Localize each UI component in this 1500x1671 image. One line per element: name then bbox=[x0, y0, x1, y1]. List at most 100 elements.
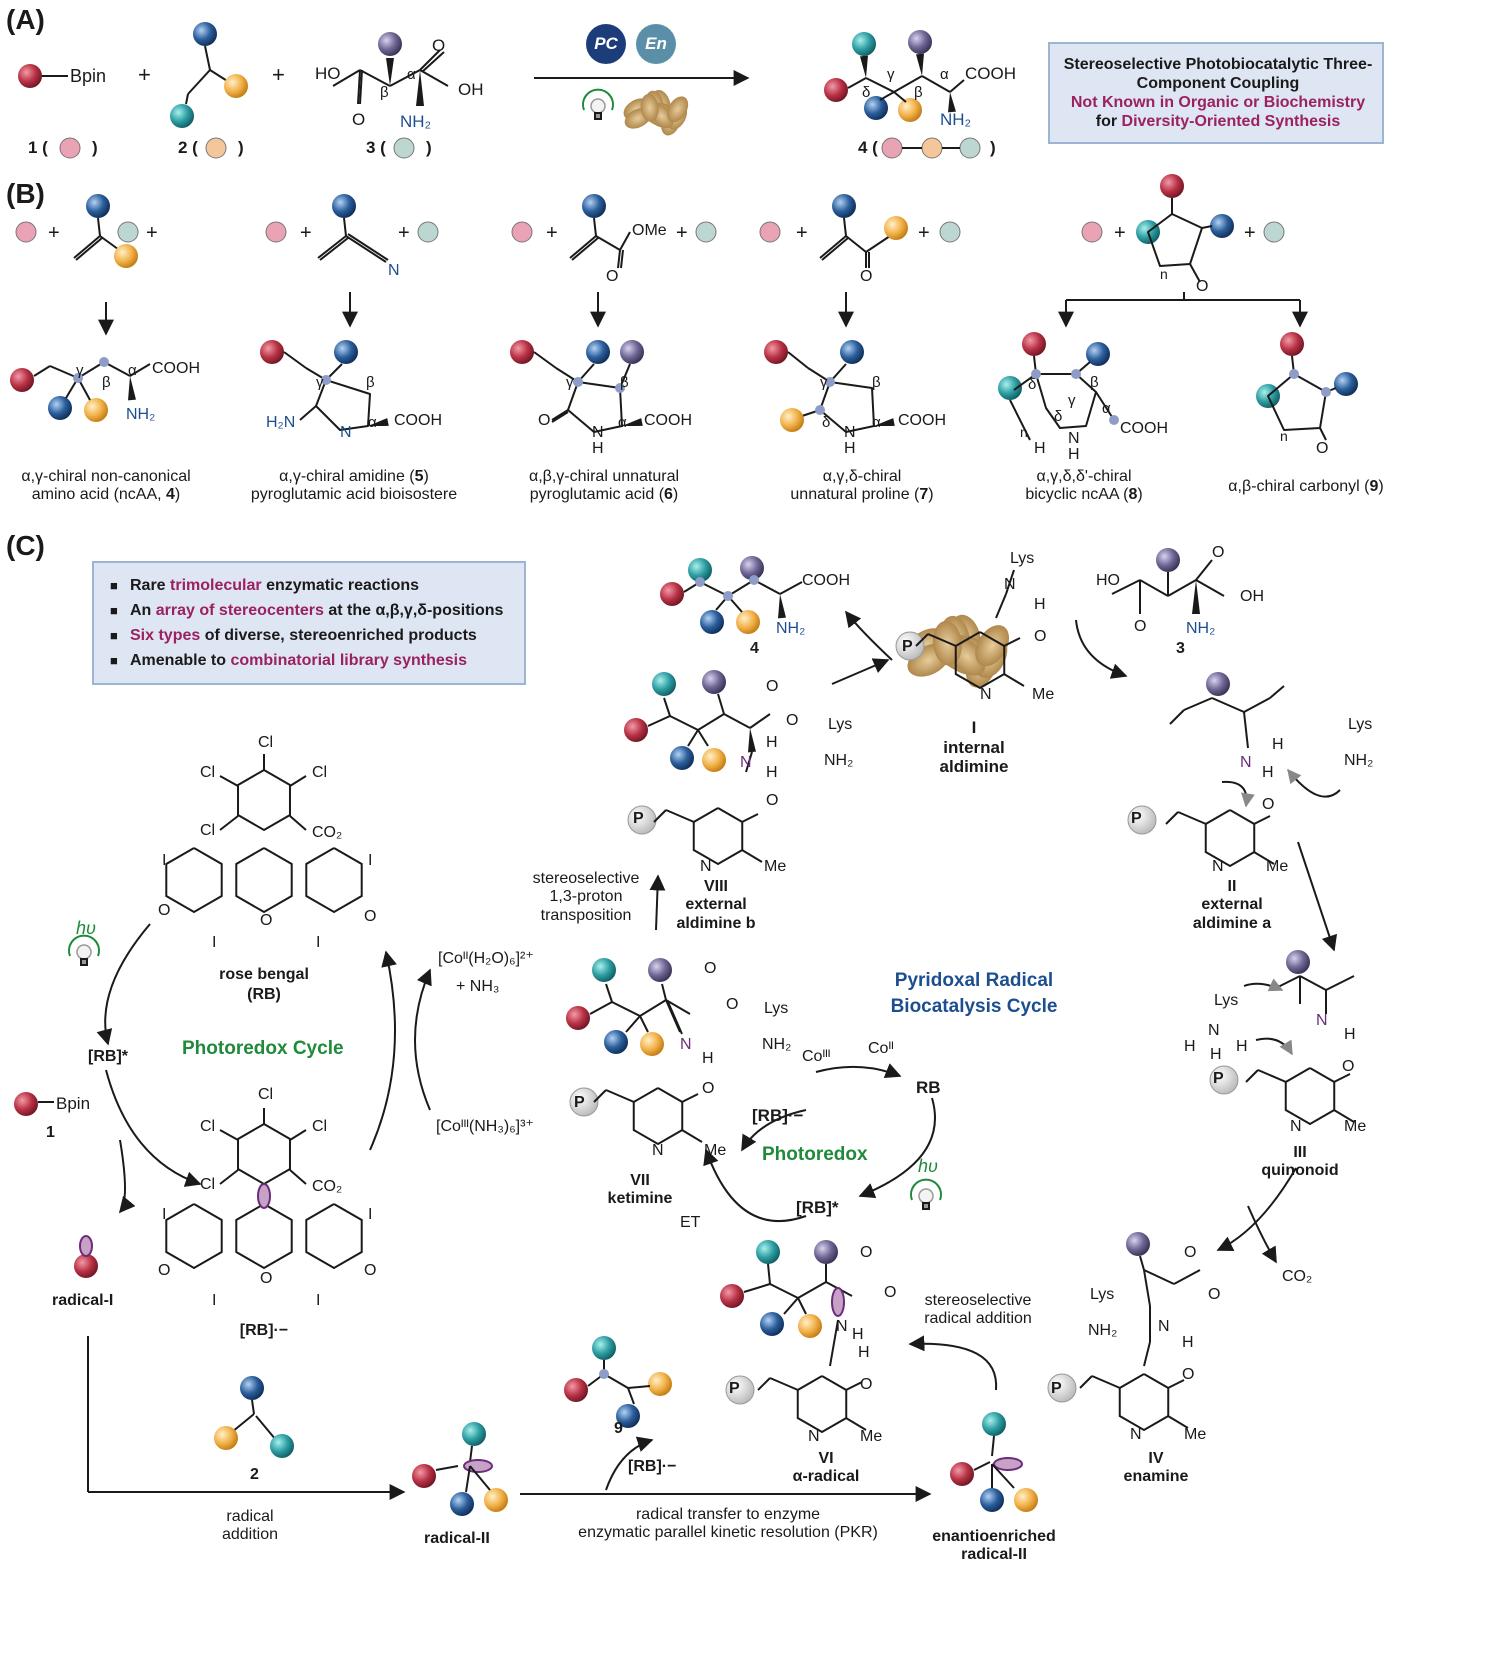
wedge-bond bbox=[874, 418, 895, 426]
stereocenter-dot bbox=[1071, 369, 1081, 379]
energy-transfer-badge: En bbox=[636, 24, 676, 64]
beta-label: β bbox=[872, 374, 881, 391]
co2-release-arrow bbox=[1247, 1205, 1277, 1264]
light-label: hυ bbox=[918, 1156, 938, 1176]
bond bbox=[593, 1089, 607, 1103]
placeholder-circle bbox=[939, 221, 961, 243]
cooh-label: COOH bbox=[644, 412, 692, 429]
caption-product-6: α,β,γ-chiral unnatural pyroglutamic acid… bbox=[528, 468, 680, 504]
compound-2-close: ) bbox=[238, 138, 244, 157]
light-bulb-base bbox=[80, 958, 88, 966]
purple-ball bbox=[1126, 1232, 1150, 1256]
aromatic-ring bbox=[1284, 1067, 1336, 1126]
red-ball bbox=[764, 340, 788, 364]
radical-orbital bbox=[993, 1457, 1023, 1471]
bond-chain bbox=[73, 235, 101, 259]
bond-chain bbox=[315, 379, 371, 431]
bond bbox=[627, 1387, 635, 1405]
red-ball bbox=[1280, 332, 1304, 356]
diacid-ho: HO bbox=[315, 64, 341, 83]
cl-label: Cl bbox=[200, 822, 216, 839]
cooh-label: COOH bbox=[152, 360, 200, 377]
proton-transfer-arrow bbox=[1287, 768, 1341, 798]
bond bbox=[845, 235, 867, 253]
bond bbox=[435, 1465, 459, 1471]
cooh-label: COOH bbox=[1120, 420, 1168, 437]
bond bbox=[821, 237, 849, 261]
rb-excited-label: [RB]* bbox=[88, 1048, 128, 1065]
h-label: H bbox=[858, 1344, 870, 1361]
iminium-n: N bbox=[1240, 754, 1252, 771]
red-ball bbox=[624, 718, 648, 742]
cycle-arrow bbox=[1216, 1167, 1297, 1252]
ester-ome: OMe bbox=[632, 222, 667, 239]
blue-ball bbox=[980, 1488, 1004, 1512]
bond bbox=[219, 1169, 239, 1185]
bond bbox=[665, 999, 681, 1033]
bond bbox=[1167, 1379, 1185, 1389]
bond bbox=[1169, 709, 1185, 725]
reaction-arrow bbox=[831, 658, 890, 685]
alpha-label: α bbox=[407, 66, 416, 83]
placeholder-circle bbox=[921, 137, 943, 159]
bond bbox=[681, 1129, 703, 1143]
bond bbox=[1003, 673, 1025, 687]
carboxylate-o: O bbox=[726, 996, 739, 1013]
bond bbox=[419, 69, 449, 87]
bond bbox=[1319, 427, 1327, 441]
wedge-bond bbox=[948, 92, 956, 113]
stereocenter-dot bbox=[695, 577, 705, 587]
plus-sign: + bbox=[272, 62, 285, 87]
photoredox-cycle-title: Photoredox Cycle bbox=[182, 1038, 344, 1059]
bicyclic-n: N bbox=[1068, 430, 1080, 447]
cl-label: Cl bbox=[200, 764, 216, 781]
pyridine-n: N bbox=[980, 686, 992, 703]
ring-size-n: n bbox=[1280, 428, 1288, 444]
blue-ball bbox=[864, 96, 888, 120]
placeholder-circle bbox=[759, 221, 781, 243]
bond bbox=[289, 815, 307, 831]
iodine-label: I bbox=[316, 1292, 321, 1309]
orange-ball bbox=[224, 74, 248, 98]
bond bbox=[665, 999, 691, 1015]
wedge-bond bbox=[748, 728, 756, 753]
placeholder-circle bbox=[1081, 221, 1103, 243]
red-ball bbox=[564, 1378, 588, 1402]
cooh-label: COOH bbox=[394, 412, 442, 429]
enamine-n: N bbox=[1158, 1318, 1170, 1335]
stereocenter-dot bbox=[1109, 415, 1119, 425]
stereocenter-dot bbox=[321, 375, 331, 385]
placeholder-circle bbox=[15, 221, 37, 243]
blue-ball bbox=[1086, 342, 1110, 366]
radical-ii-label: radical-II bbox=[424, 1530, 490, 1547]
enzyme-blob bbox=[640, 93, 659, 122]
lys-label: Lys bbox=[1348, 716, 1373, 733]
phosphate-label: P bbox=[1213, 1070, 1224, 1087]
bond bbox=[625, 1015, 641, 1033]
bond bbox=[389, 69, 421, 87]
photoredox-arrow bbox=[858, 1097, 936, 1199]
beta-label: β bbox=[1090, 374, 1099, 391]
bond bbox=[219, 815, 239, 831]
rose-bengal-abbr: (RB) bbox=[247, 986, 281, 1003]
alpha-label: α bbox=[368, 414, 377, 431]
bond bbox=[973, 1461, 991, 1471]
ketone-o: O bbox=[860, 268, 873, 285]
wedge-bond bbox=[1192, 580, 1200, 614]
diacid-o: O bbox=[352, 110, 366, 129]
methyl-label: Me bbox=[1266, 858, 1289, 875]
phosphate-label: P bbox=[1131, 810, 1142, 827]
red-ball bbox=[720, 1284, 744, 1308]
lys-label: Lys bbox=[1090, 1286, 1115, 1303]
plus-sign: + bbox=[676, 222, 688, 244]
caption-product-5: α,γ-chiral amidine (5) pyroglutamic acid… bbox=[250, 468, 458, 504]
plus-sign: + bbox=[398, 222, 410, 244]
gamma-label: γ bbox=[566, 374, 574, 391]
aromatic-ring bbox=[237, 769, 291, 832]
carboxylate-label: CO₂ bbox=[312, 824, 343, 841]
orange-ball bbox=[114, 244, 138, 268]
